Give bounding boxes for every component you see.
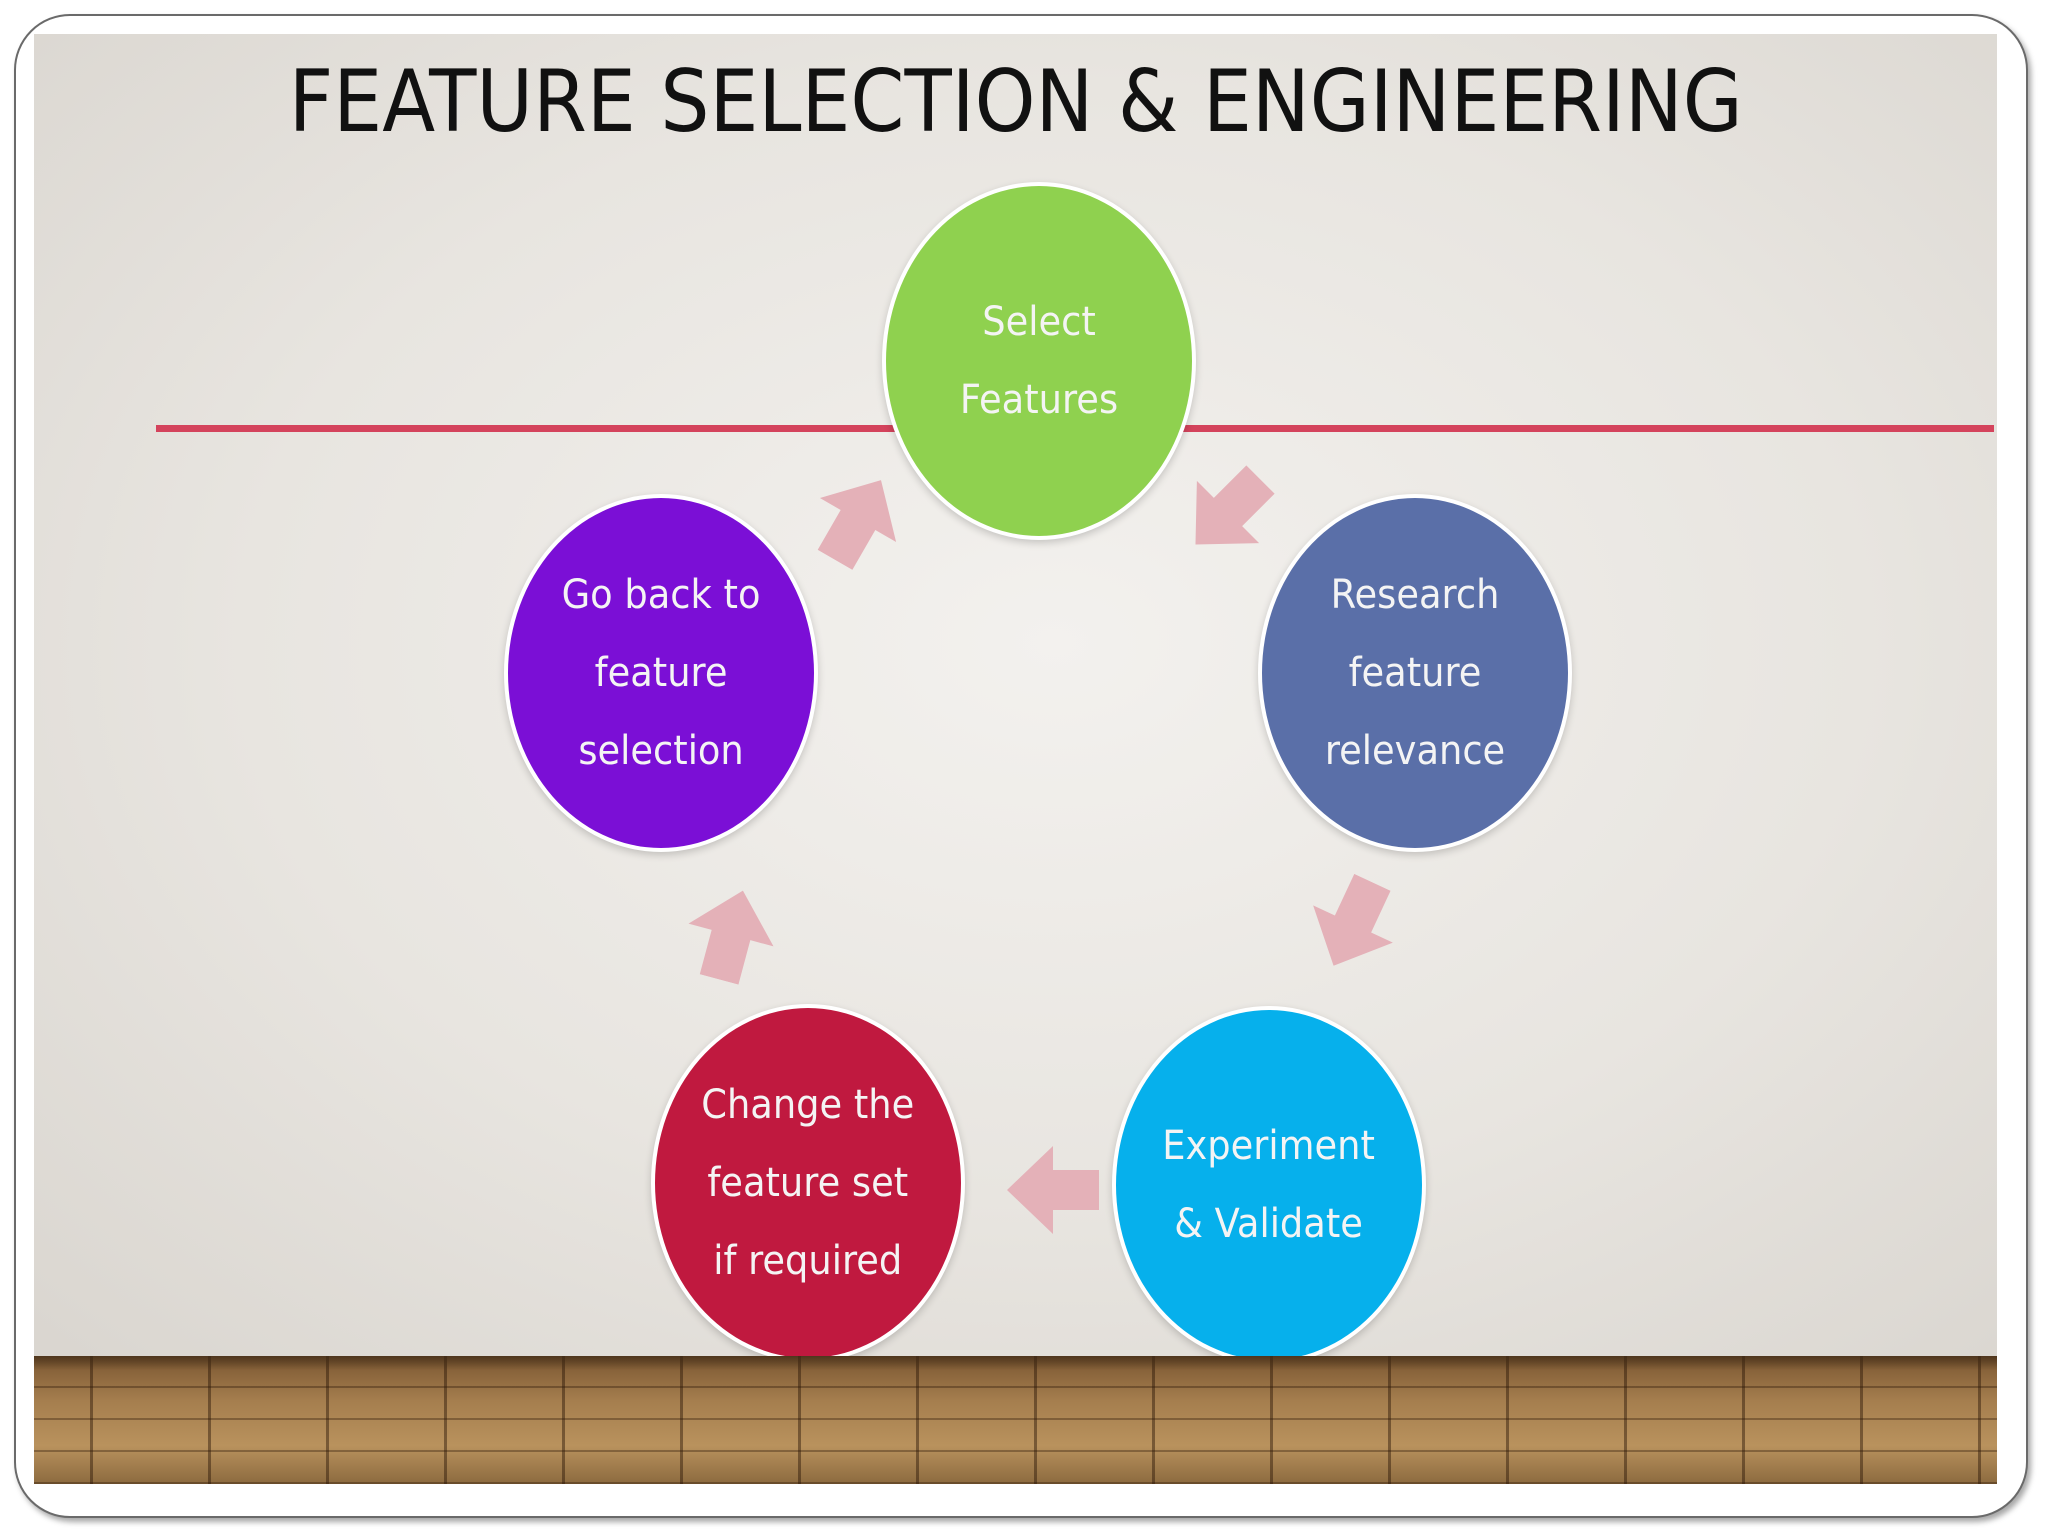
arrow-select-to-research xyxy=(1164,448,1291,575)
slide-title-text: FEATURE SELECTION & ENGINEERING xyxy=(288,52,1743,152)
node-experiment-validate: Experiment & Validate xyxy=(1112,1006,1426,1364)
wood-floor xyxy=(34,1356,1997,1484)
node-research-feature-relevance-label: Research feature relevance xyxy=(1324,572,1506,774)
node-select-features-label: Select Features xyxy=(959,299,1119,423)
arrow-research-to-experiment xyxy=(1294,864,1413,985)
node-change-feature-set-label: Change the feature set if required xyxy=(701,1082,915,1284)
slide: FEATURE SELECTION & ENGINEERING Select F… xyxy=(34,34,1997,1484)
slide-title: FEATURE SELECTION & ENGINEERING xyxy=(34,52,1997,152)
node-go-back-to-feature-selection: Go back to feature selection xyxy=(504,494,818,852)
floor-shadow xyxy=(34,1356,1997,1370)
arrow-experiment-to-change xyxy=(1007,1146,1099,1234)
node-select-features: Select Features xyxy=(882,182,1196,540)
node-go-back-to-feature-selection-label: Go back to feature selection xyxy=(561,572,761,774)
arrow-goback-to-select xyxy=(797,458,919,582)
node-experiment-validate-label: Experiment & Validate xyxy=(1162,1123,1376,1247)
arrow-change-to-goback xyxy=(677,879,786,991)
node-change-feature-set: Change the feature set if required xyxy=(651,1004,965,1362)
node-research-feature-relevance: Research feature relevance xyxy=(1258,494,1572,852)
